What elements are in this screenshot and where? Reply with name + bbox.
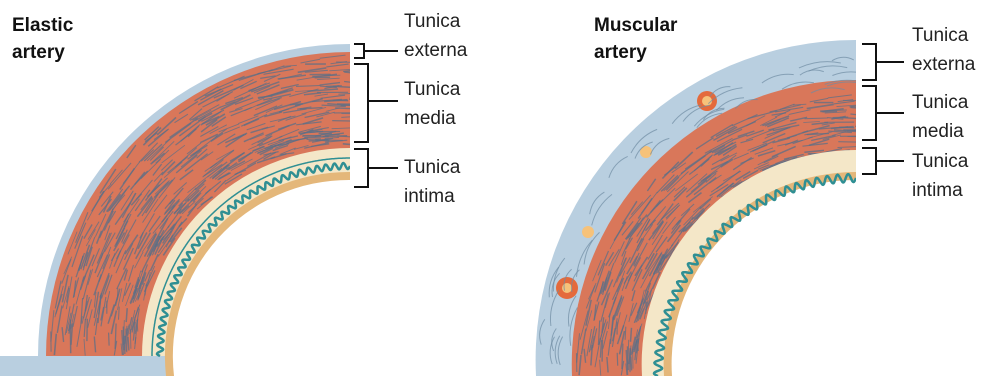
muscle-fiber	[855, 125, 873, 126]
muscle-fiber	[628, 346, 629, 370]
elastic-artery-illustration	[0, 44, 374, 376]
muscular-media-label-1: Tunica	[912, 92, 969, 113]
muscle-fiber	[822, 111, 837, 112]
muscle-fiber	[326, 86, 342, 87]
muscular-externa-label-1: Tunica	[912, 25, 969, 46]
muscular-intima-label-1: Tunica	[912, 151, 969, 172]
elastic-media-label-2: media	[404, 108, 456, 129]
muscle-fiber	[631, 328, 632, 342]
muscle-fiber	[833, 117, 849, 118]
muscular-artery-illustration	[536, 40, 879, 376]
muscle-fiber	[349, 98, 368, 99]
muscle-fiber	[332, 121, 356, 122]
muscular-brackets	[862, 44, 904, 174]
muscular-title-line2: artery	[594, 42, 647, 63]
elastic-intima-label-1: Tunica	[404, 157, 461, 178]
muscular-title-line1: Muscular	[594, 15, 678, 36]
muscular-externa-label-2: externa	[912, 54, 976, 75]
muscle-fiber	[109, 333, 110, 346]
muscle-fiber	[126, 308, 127, 322]
muscle-fiber	[128, 337, 129, 351]
elastic-externa-label-2: externa	[404, 40, 468, 61]
muscle-fiber	[315, 77, 331, 78]
elastic-brackets	[354, 44, 398, 187]
muscle-fiber	[617, 353, 618, 366]
elastic-media-label-1: Tunica	[404, 79, 461, 100]
elastic-intima-label-2: intima	[404, 186, 455, 207]
muscle-fiber	[838, 142, 862, 143]
muscular-externa-bracket	[862, 44, 904, 80]
elastic-media-bracket	[354, 64, 398, 142]
muscle-fiber	[123, 327, 124, 351]
muscle-fiber	[625, 327, 626, 340]
muscle-fiber	[307, 139, 321, 140]
elastic-externa-label-1: Tunica	[404, 11, 461, 32]
elastic-title-line2: artery	[12, 42, 65, 63]
muscle-fiber	[631, 356, 632, 370]
muscle-fiber	[315, 140, 329, 141]
muscular-media-label-2: media	[912, 121, 964, 142]
elastic-intima-bracket	[354, 149, 398, 187]
muscular-intima-bracket	[862, 148, 904, 174]
elastic-externa-bracket	[354, 44, 398, 58]
muscular-media-bracket	[862, 86, 904, 140]
muscular-intima-label-2: intima	[912, 180, 963, 201]
muscle-fiber	[119, 307, 120, 320]
elastic-title-line1: Elastic	[12, 15, 74, 36]
muscle-fiber	[805, 118, 828, 119]
muscle-fiber	[290, 104, 303, 105]
